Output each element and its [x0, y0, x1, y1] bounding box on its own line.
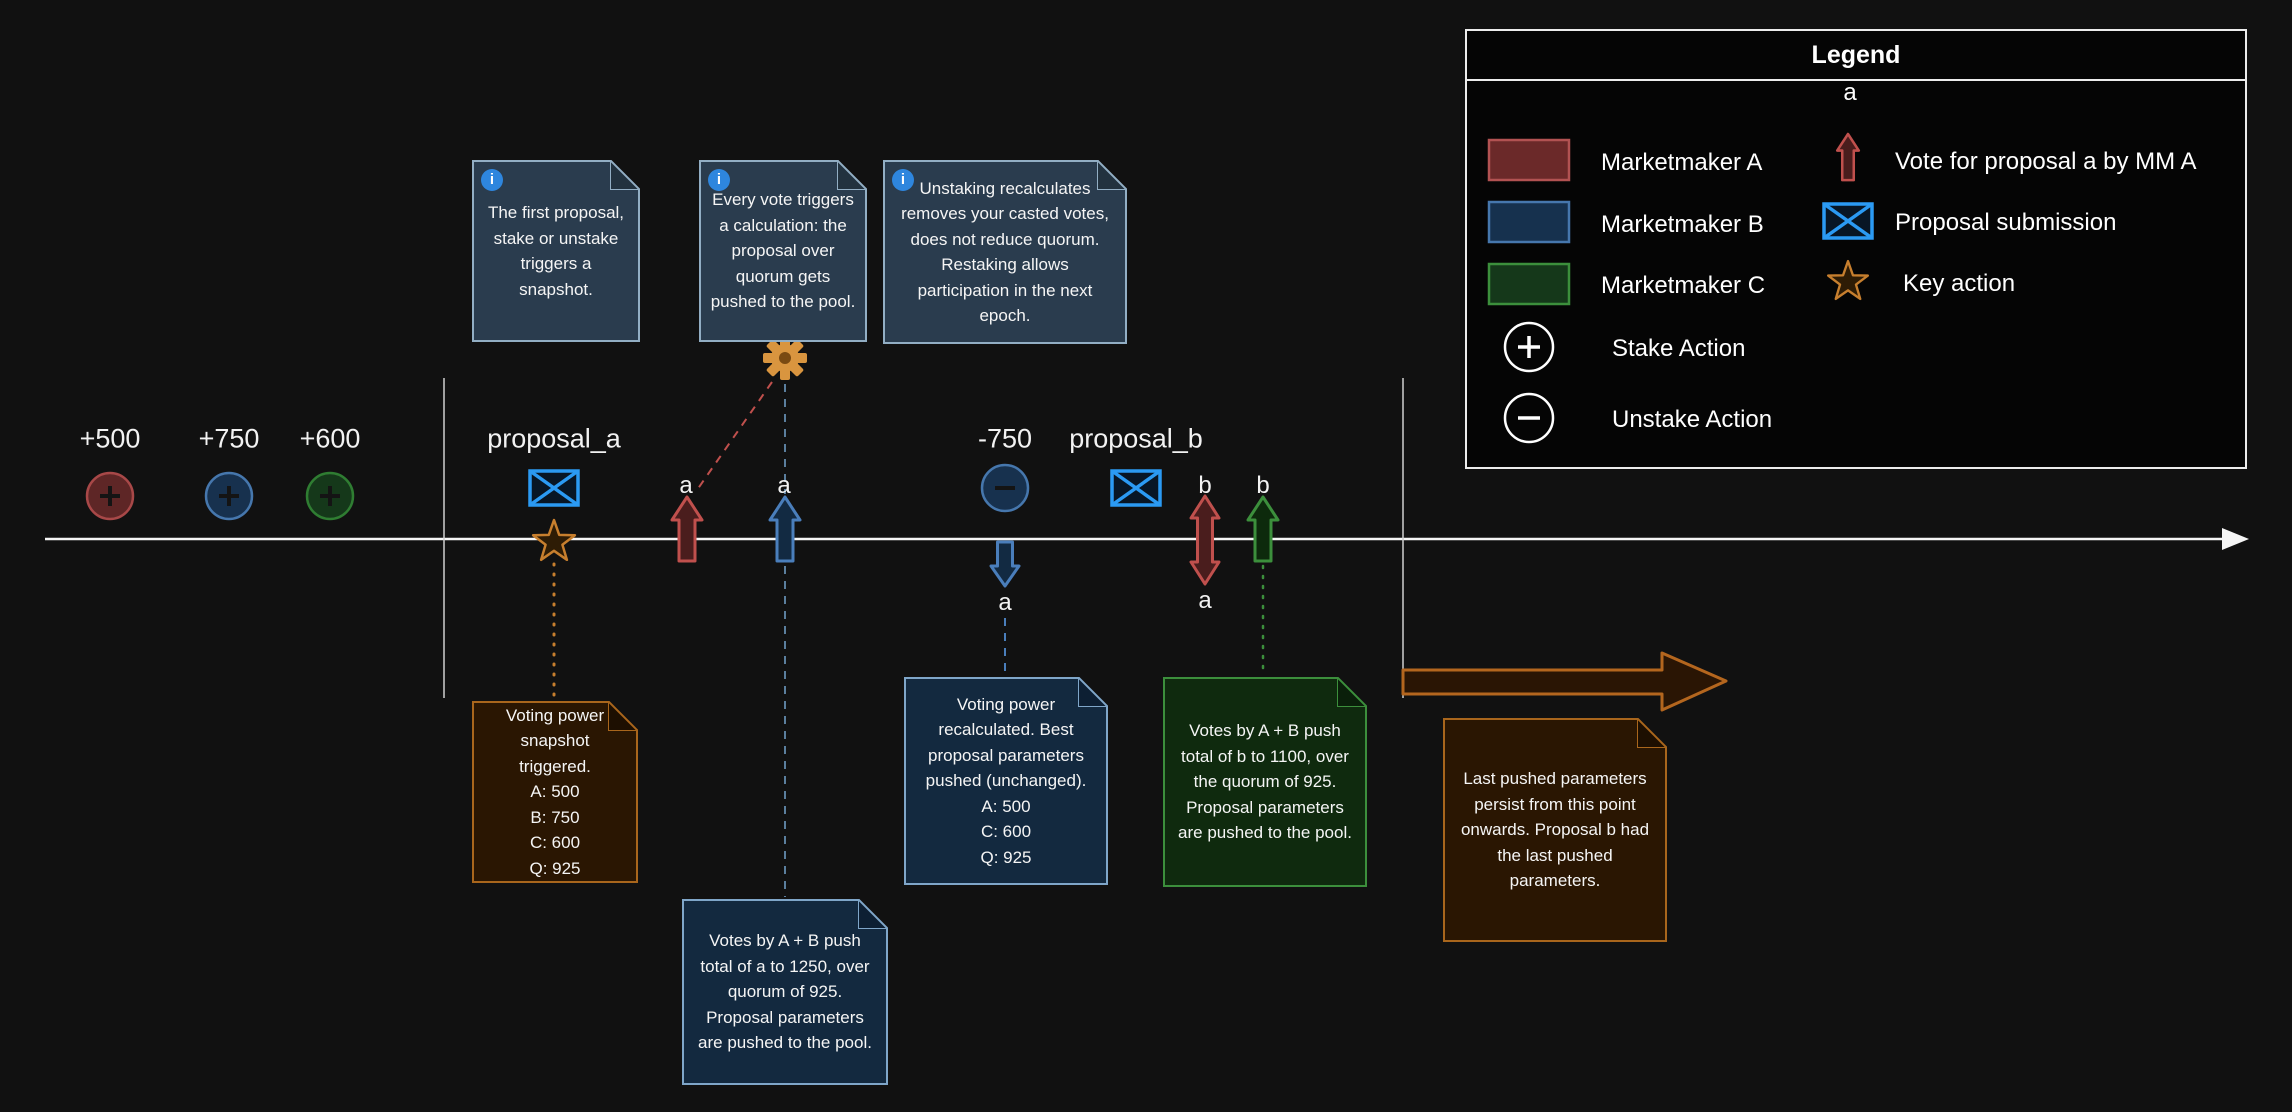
folded-corner-icon [610, 160, 640, 190]
note-votes-a: Votes by A + B push total of a to 1250, … [682, 899, 888, 1085]
folded-corner-icon [1637, 718, 1667, 748]
note-persist: Last pushed parameters persist from this… [1443, 718, 1667, 942]
legend-mm-b-label: Marketmaker B [1601, 211, 1764, 238]
vote-b-mm-c-arrow [1246, 495, 1280, 563]
note-text: Voting power recalculated. Best proposal… [925, 694, 1087, 867]
legend-stake-icon [1503, 321, 1555, 373]
folded-corner-icon [858, 899, 888, 929]
proposal-b-label: proposal_b [1069, 423, 1203, 454]
legend-panel: Legend Marketmaker A Marketmaker B Marke… [1465, 29, 2247, 469]
folded-corner-icon [837, 160, 867, 190]
folded-corner-icon [608, 701, 638, 731]
stake-600-icon [305, 471, 355, 521]
legend-mm-c-swatch [1487, 262, 1571, 306]
legend-unstake-label: Unstake Action [1612, 406, 1773, 433]
legend-mm-a-label: Marketmaker A [1601, 149, 1763, 176]
note-text: Unstaking recalculates removes your cast… [901, 178, 1109, 326]
unstake-750-label: -750 [977, 423, 1033, 454]
note-votes-b: Votes by A + B push total of b to 1100, … [1163, 677, 1367, 887]
note-unstaking: i Unstaking recalculates removes your ca… [883, 160, 1127, 344]
stake-750-icon [204, 471, 254, 521]
gear-icon [763, 336, 807, 380]
stake-600-label: +600 [299, 423, 361, 454]
stake-500-icon [85, 471, 135, 521]
note-snapshot: Voting power snapshot triggered. A: 500 … [472, 701, 638, 883]
key-action-star-icon [531, 518, 577, 562]
legend-vote-label: Vote for proposal a by MM A [1895, 148, 2197, 175]
proposal-b-envelope-icon [1110, 469, 1162, 507]
info-icon: i [481, 169, 503, 191]
proposal-a-label: proposal_a [487, 423, 621, 454]
vote-calc-connector-line [696, 381, 773, 491]
vote-a-removed-arrow [989, 540, 1021, 588]
legend-stake-label: Stake Action [1612, 335, 1746, 362]
note-first-proposal: i The first proposal, stake or unstake t… [472, 160, 640, 342]
unstake-750-icon [980, 463, 1030, 513]
note-recalculated: Voting power recalculated. Best proposal… [904, 677, 1108, 885]
vote-a-removed-label: a [998, 589, 1012, 616]
note-text: Every vote triggers a calculation: the p… [710, 190, 856, 312]
folded-corner-icon [1078, 677, 1108, 707]
note-text: Votes by A + B push total of b to 1100, … [1178, 721, 1352, 843]
folded-corner-icon [1097, 160, 1127, 190]
note-text: Voting power snapshot triggered. A: 500 … [505, 705, 605, 878]
note-text: The first proposal, stake or unstake tri… [487, 203, 625, 299]
legend-title: Legend [1467, 31, 2245, 81]
folded-corner-icon [1337, 677, 1367, 707]
legend-key-action-label: Key action [1903, 270, 2016, 297]
note-vote-calculation: i Every vote triggers a calculation: the… [699, 160, 867, 342]
legend-proposal-label: Proposal submission [1895, 209, 2117, 236]
stake-500-label: +500 [79, 423, 141, 454]
proposal-a-envelope-icon [528, 469, 580, 507]
vote-change-b-label: b [1198, 472, 1212, 499]
legend-key-action-star-icon [1826, 259, 1870, 301]
vote-a-mm-b-label: a [777, 472, 791, 499]
legend-mm-c-label: Marketmaker C [1601, 272, 1766, 299]
vote-a-mm-a-label: a [679, 472, 693, 499]
note-text: Votes by A + B push total of a to 1250, … [698, 931, 872, 1053]
info-icon: i [892, 169, 914, 191]
vote-a-mm-b-arrow [768, 495, 802, 563]
legend-mm-b-swatch [1487, 200, 1571, 244]
stake-750-label: +750 [198, 423, 260, 454]
vote-b-mm-c-label: b [1256, 472, 1270, 499]
info-icon: i [708, 169, 730, 191]
timeline-arrowhead-icon [2222, 528, 2249, 550]
vote-change-a-to-b-arrow [1189, 494, 1221, 586]
epoch-continues-arrow [1401, 651, 1728, 712]
note-text: Last pushed parameters persist from this… [1460, 769, 1650, 891]
vote-change-a-label: a [1198, 587, 1212, 614]
legend-vote-letter: a [1843, 79, 1857, 106]
vote-a-mm-a-arrow [670, 495, 704, 563]
legend-vote-arrow-icon [1835, 132, 1861, 182]
legend-unstake-icon [1503, 392, 1555, 444]
legend-proposal-envelope-icon [1822, 202, 1874, 240]
legend-mm-a-swatch [1487, 138, 1571, 182]
